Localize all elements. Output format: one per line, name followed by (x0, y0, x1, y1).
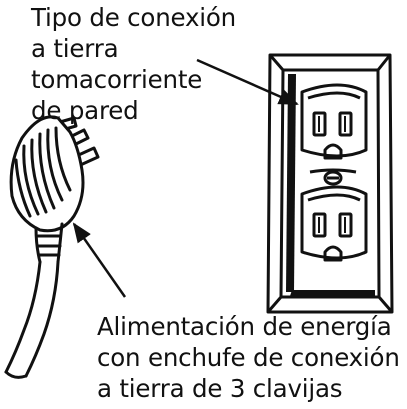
plug-description-label: Alimentación de energía con enchufe de c… (97, 311, 400, 404)
upper-receptacle (300, 83, 368, 160)
plug-label-line-2: con enchufe de conexión (97, 343, 400, 372)
outlet-label-line-3: tomacorriente (31, 65, 203, 94)
outlet-type-label: Tipo de conexión a tierra tomacorriente … (31, 2, 236, 126)
outlet-label-line-1: Tipo de conexión (31, 3, 237, 32)
outlet-pointer-arrow (196, 58, 299, 106)
outlet-label-line-2: a tierra (31, 34, 119, 63)
plug-pointer-arrow (72, 222, 127, 298)
outlet-label-line-4: de pared (31, 96, 139, 125)
plug-label-line-3: a tierra de 3 clavijas (97, 374, 343, 403)
center-screw (309, 168, 357, 186)
lower-receptacle (300, 185, 368, 262)
three-prong-plug (4, 115, 100, 379)
plug-label-line-1: Alimentación de energía (97, 312, 392, 341)
wall-outlet (266, 53, 394, 314)
